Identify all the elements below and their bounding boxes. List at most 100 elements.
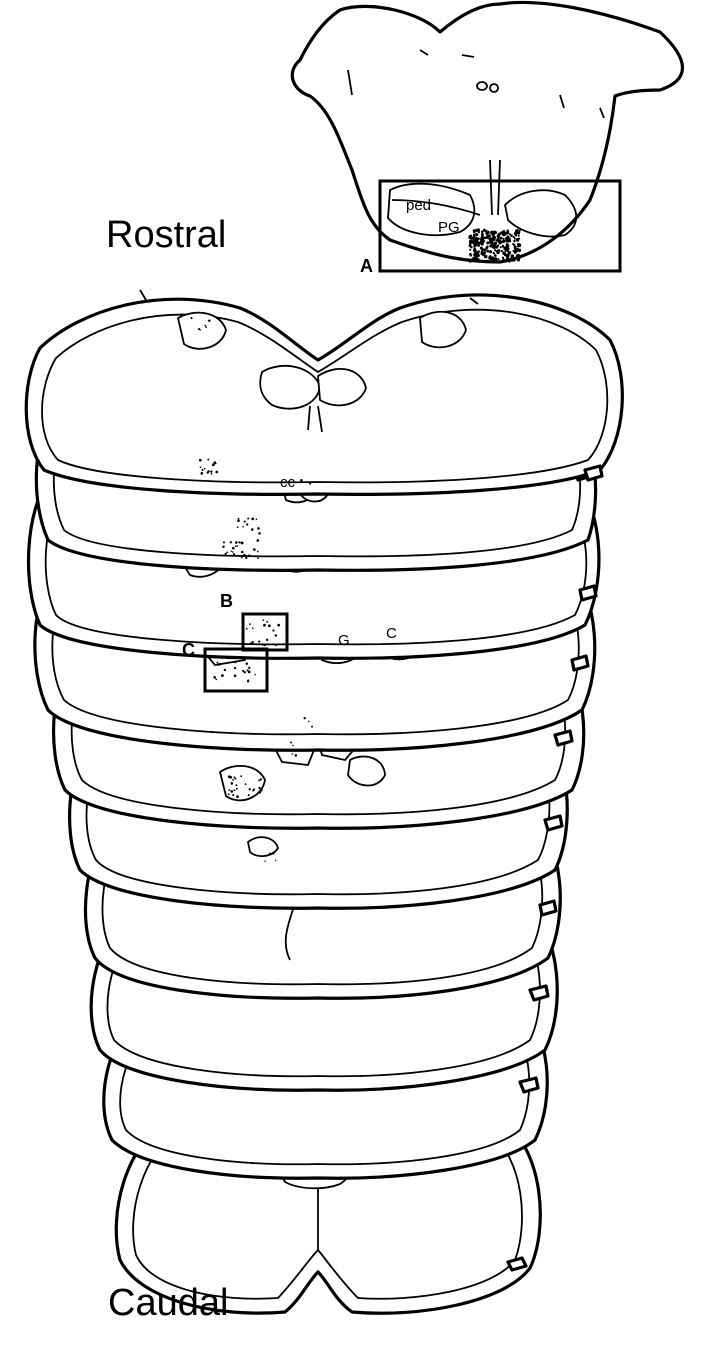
labelled-cell-dot bbox=[481, 233, 484, 236]
labelled-cell-dot bbox=[248, 554, 250, 556]
labelled-cell-dot bbox=[225, 553, 227, 555]
labelled-cell-dot bbox=[496, 250, 499, 253]
labelled-cell-dot bbox=[258, 791, 261, 794]
labelled-cell-dot bbox=[211, 473, 213, 475]
labelled-cell-dot bbox=[241, 541, 244, 544]
labelled-cell-dot bbox=[246, 523, 248, 525]
labelled-cell-dot bbox=[483, 229, 486, 232]
labelled-cell-dot bbox=[248, 794, 250, 796]
labelled-cell-dot bbox=[486, 246, 488, 248]
labelled-cell-dot bbox=[489, 241, 492, 244]
labelled-cell-dot bbox=[493, 231, 495, 233]
labelled-cell-dot bbox=[492, 246, 495, 249]
labelled-cell-dot bbox=[231, 550, 233, 552]
labelled-cell-dot bbox=[470, 254, 472, 256]
labelled-cell-dot bbox=[212, 463, 215, 466]
label-pg: PG bbox=[438, 219, 460, 236]
labelled-cell-dot bbox=[237, 526, 239, 528]
labelled-cell-dot bbox=[260, 778, 262, 780]
labelled-cell-dot bbox=[254, 674, 256, 676]
labelled-cell-dot bbox=[252, 641, 254, 643]
labelled-cell-dot bbox=[472, 242, 474, 244]
labelled-cell-dot bbox=[238, 541, 240, 543]
labelled-cell-dot bbox=[235, 541, 238, 544]
labelled-cell-dot bbox=[512, 243, 514, 245]
labelled-cell-dot bbox=[264, 860, 265, 861]
labelled-cell-dot bbox=[215, 679, 217, 681]
labelled-cell-dot bbox=[272, 629, 274, 631]
labelled-cell-dot bbox=[258, 532, 261, 535]
labelled-cell-dot bbox=[190, 317, 192, 319]
labelled-cell-dot bbox=[486, 241, 489, 244]
labelled-cell-dot bbox=[224, 669, 226, 671]
labelled-cell-dot bbox=[478, 231, 480, 233]
labelled-cell-dot bbox=[300, 479, 303, 482]
labelled-cell-dot bbox=[237, 519, 240, 522]
labelled-cell-dot bbox=[494, 249, 496, 251]
labelled-cell-dot bbox=[232, 551, 234, 553]
labelled-cell-dot bbox=[277, 624, 280, 627]
labelled-cell-dot bbox=[292, 753, 294, 755]
labelled-cell-dot bbox=[275, 644, 277, 646]
labelled-cell-dot bbox=[207, 470, 209, 472]
labelled-cell-dot bbox=[482, 249, 484, 251]
labelled-cell-dot bbox=[263, 624, 266, 627]
labelled-cell-dot bbox=[208, 320, 210, 322]
labelled-cell-dot bbox=[501, 250, 503, 252]
labelled-cell-dot bbox=[260, 789, 262, 791]
labelled-cell-dot bbox=[275, 860, 276, 861]
section-1 bbox=[26, 290, 622, 494]
labelled-cell-dot bbox=[234, 667, 236, 669]
labelled-cell-dot bbox=[513, 240, 515, 242]
label-cc: cc bbox=[280, 474, 296, 491]
labelled-cell-dot bbox=[250, 642, 252, 644]
labelled-cell-dot bbox=[207, 459, 209, 461]
labelled-cell-dot bbox=[478, 250, 480, 252]
labelled-cell-dot bbox=[232, 779, 234, 781]
label-box-c: C bbox=[182, 640, 195, 660]
labelled-cell-dot bbox=[204, 468, 206, 470]
labelled-cell-dot bbox=[236, 545, 238, 547]
labelled-cell-dot bbox=[514, 232, 517, 235]
labelled-cell-dot bbox=[515, 249, 519, 253]
labelled-cell-dot bbox=[473, 249, 477, 253]
labelled-cell-dot bbox=[210, 470, 212, 472]
labelled-cell-dot bbox=[257, 557, 259, 559]
labelled-cell-dot bbox=[502, 245, 504, 247]
labelled-cell-dot bbox=[494, 257, 498, 261]
labelled-cell-dot bbox=[292, 745, 293, 746]
rostral-label: Rostral bbox=[106, 214, 226, 257]
labelled-cell-dot bbox=[485, 230, 487, 232]
labelled-cell-dot bbox=[257, 551, 259, 553]
labelled-cell-dot bbox=[498, 258, 500, 260]
labelled-cell-dot bbox=[507, 232, 510, 235]
labelled-cell-dot bbox=[248, 667, 250, 669]
labelled-cell-dot bbox=[266, 639, 268, 641]
labelled-cell-dot bbox=[234, 661, 236, 663]
labelled-cell-dot bbox=[205, 325, 207, 327]
label-ped: ped bbox=[406, 197, 431, 214]
label-c-region: C bbox=[386, 625, 397, 642]
labelled-cell-dot bbox=[233, 789, 235, 791]
labelled-cell-dot bbox=[256, 519, 258, 521]
labelled-cell-dot bbox=[213, 676, 216, 679]
labelled-cell-dot bbox=[236, 788, 238, 790]
labelled-cell-dot bbox=[266, 621, 268, 623]
labelled-cell-dot bbox=[238, 518, 240, 520]
labelled-cell-dot bbox=[257, 527, 260, 530]
labelled-cell-dot bbox=[214, 461, 217, 464]
labelled-cell-dot bbox=[215, 471, 218, 474]
labelled-cell-dot bbox=[301, 481, 303, 483]
labelled-cell-dot bbox=[473, 253, 477, 257]
labelled-cell-dot bbox=[241, 551, 244, 554]
labelled-cell-dot bbox=[242, 670, 244, 672]
labelled-cell-dot bbox=[245, 783, 247, 785]
labelled-cell-dot bbox=[202, 469, 204, 471]
labelled-cell-dot bbox=[489, 255, 492, 258]
labelled-cell-dot bbox=[480, 252, 483, 255]
labelled-cell-dot bbox=[493, 238, 495, 240]
label-box-a: A bbox=[360, 256, 373, 276]
labelled-cell-dot bbox=[486, 235, 489, 238]
labelled-cell-dot bbox=[253, 788, 255, 790]
